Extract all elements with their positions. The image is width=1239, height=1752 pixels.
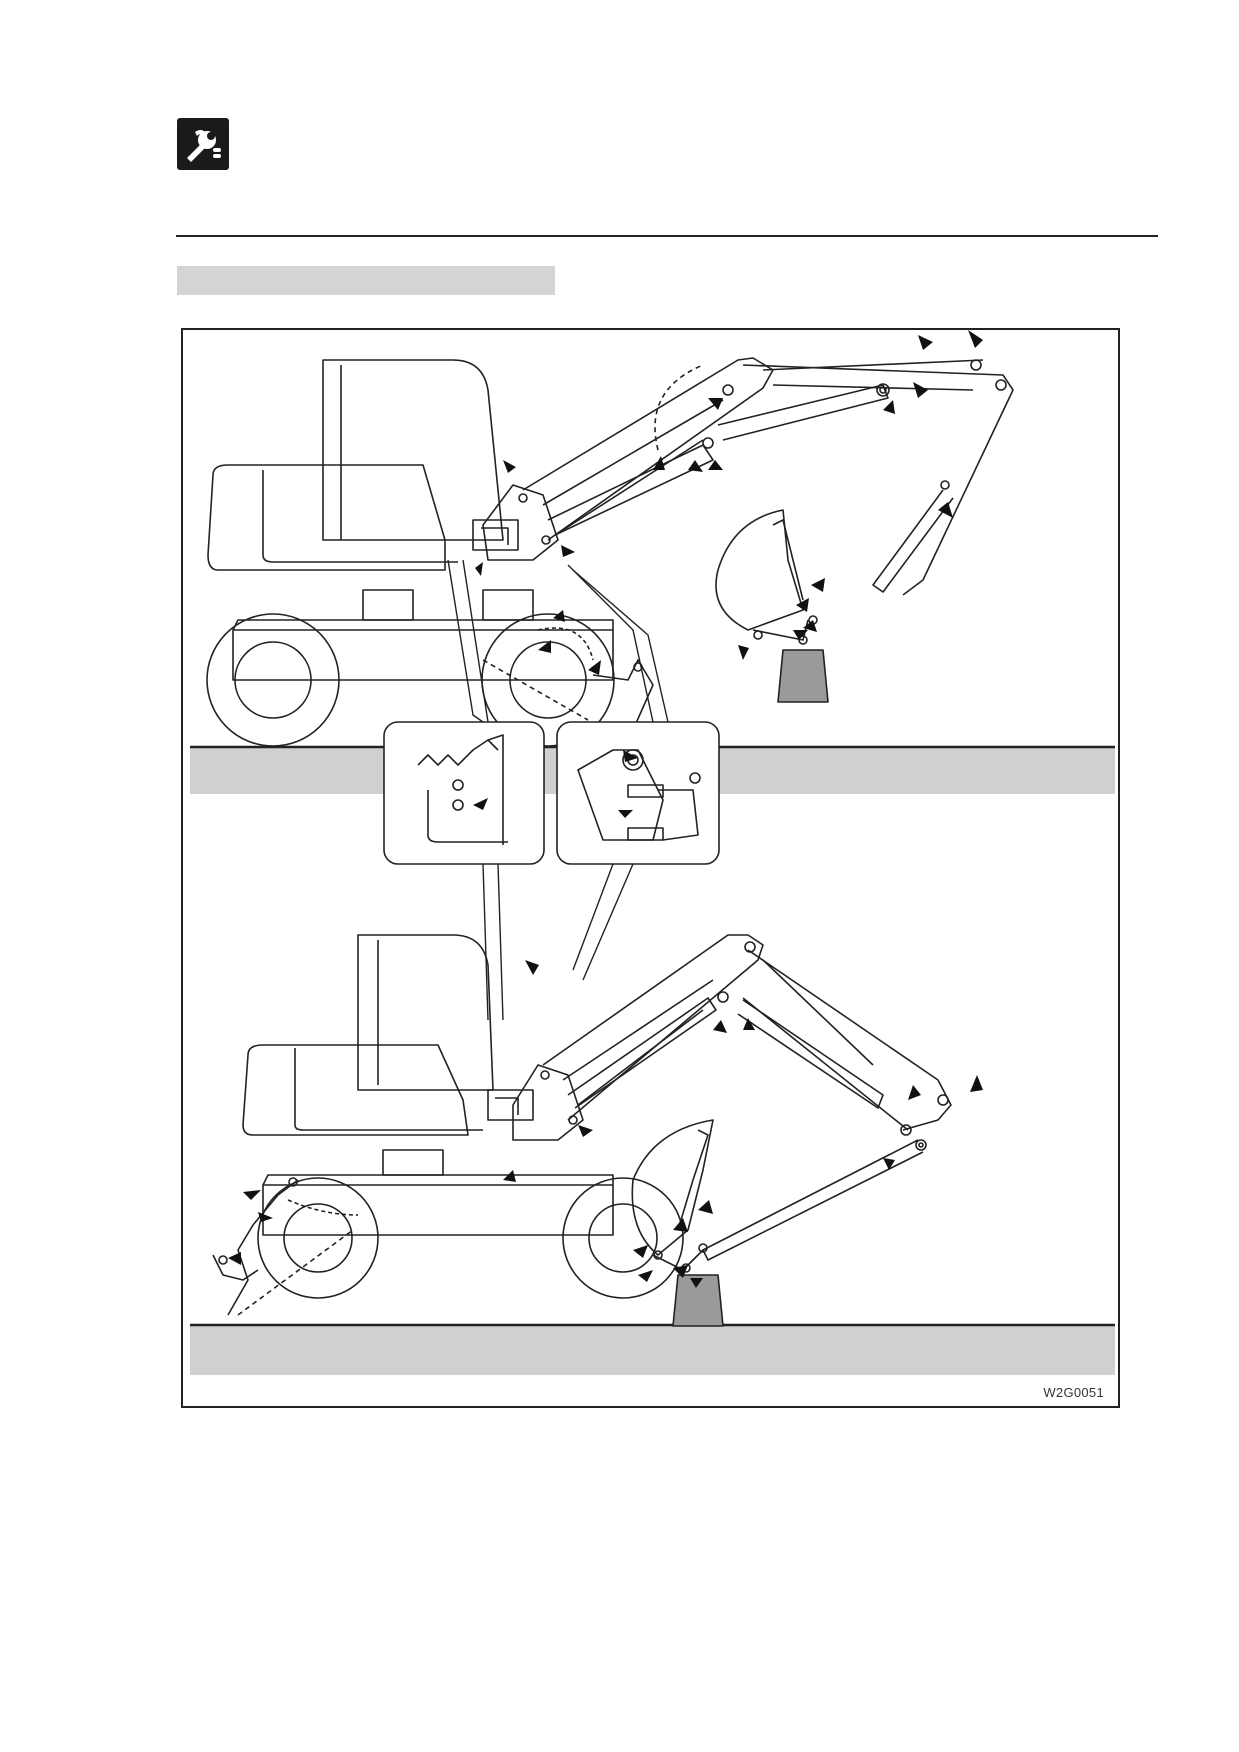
detail-inset-boom-pin <box>556 721 720 865</box>
lubrication-point-arrow-icon <box>228 330 983 1288</box>
service-wrench-hand-icon <box>177 118 229 170</box>
excavator-lower-view <box>190 934 1115 1375</box>
lubrication-points-figure: W2G0051 <box>181 328 1120 1408</box>
detail-inset-swing-lock <box>383 721 545 865</box>
section-heading-bar <box>177 266 555 295</box>
figure-code: W2G0051 <box>1043 1385 1104 1400</box>
section-divider <box>176 235 1158 237</box>
